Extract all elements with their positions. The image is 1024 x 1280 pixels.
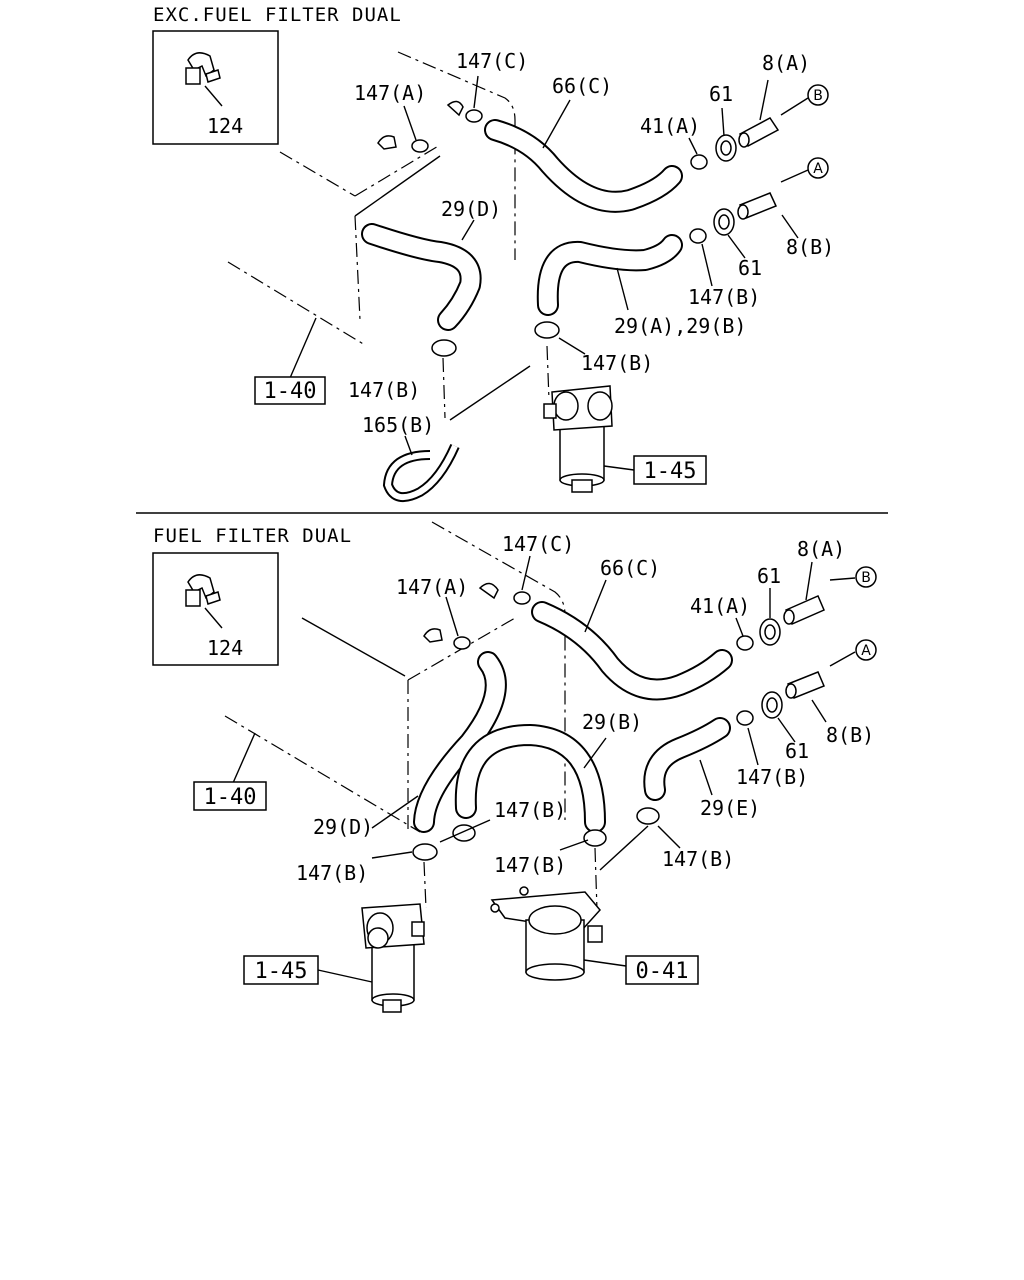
callout-165B-top: 165(B)	[362, 413, 434, 437]
callout-29D-top: 29(D)	[441, 197, 501, 221]
svg-text:0-41: 0-41	[636, 959, 689, 984]
fuel-filter-1-45-bottom	[361, 903, 425, 1013]
callout-61-top-b: 61	[738, 256, 762, 280]
tank-outline-top	[227, 51, 516, 346]
svg-text:A: A	[861, 643, 871, 659]
inset-label-bottom: 124	[207, 636, 243, 660]
callout-147B-bottom-b: 147(B)	[494, 798, 566, 822]
callout-147B-top-a: 147(B)	[688, 285, 760, 309]
hose-66C-bottom	[531, 601, 733, 701]
clamp-147B-top-c	[431, 339, 457, 357]
svg-text:1-40: 1-40	[264, 379, 317, 404]
hose-29B-bottom	[454, 724, 606, 833]
clamp-147A-bottom	[423, 628, 471, 650]
clamp-147A-top	[377, 135, 429, 153]
section-title-top: EXC.FUEL FILTER DUAL	[153, 4, 402, 26]
svg-text:A: A	[813, 161, 823, 177]
ref-box-0-41-bottom	[625, 955, 699, 985]
section-title-bottom: FUEL FILTER DUAL	[153, 525, 352, 547]
callout-8B-top: 8(B)	[786, 235, 834, 259]
callout-41A-bottom: 41(A)	[690, 594, 750, 618]
callout-29B-bottom: 29(B)	[582, 710, 642, 734]
clamp-41A-top	[690, 154, 708, 170]
clamp-41A-bottom	[736, 635, 754, 651]
callout-66C-top: 66(C)	[552, 74, 612, 98]
callout-147A-bottom: 147(A)	[396, 575, 468, 599]
circle-A-bottom	[855, 639, 877, 661]
callout-147A-top: 147(A)	[354, 81, 426, 105]
inset-label-top: 124	[207, 114, 243, 138]
clip-61-bottom-a	[759, 618, 781, 646]
circle-B-bottom	[855, 566, 877, 588]
ref-box-1-40-top	[254, 376, 326, 405]
clamp-147B-bottom-a	[736, 710, 754, 726]
callout-8A-bottom: 8(A)	[797, 537, 845, 561]
hose-29AB-top	[536, 234, 683, 316]
svg-text:B: B	[861, 570, 871, 586]
clip-124-icon	[185, 574, 223, 629]
callout-29E-bottom: 29(E)	[700, 796, 760, 820]
callout-29AB-top: 29(A),29(B)	[614, 314, 746, 338]
section-top: EXC.FUEL FILTER DUAL 124	[152, 4, 834, 503]
svg-text:1-40: 1-40	[204, 785, 257, 810]
hose-8B-bottom	[785, 671, 825, 699]
band-165B-top	[382, 443, 460, 503]
svg-text:1-45: 1-45	[255, 959, 308, 984]
callout-8A-top: 8(A)	[762, 51, 810, 75]
hose-8A-bottom	[783, 595, 825, 625]
ref-box-1-45-bottom	[243, 955, 319, 985]
callout-61-bottom-a: 61	[757, 564, 781, 588]
fuel-filter-1-45-top	[543, 385, 613, 493]
clip-124-icon	[185, 52, 223, 107]
callout-147C-top: 147(C)	[456, 49, 528, 73]
clamp-147C-bottom	[478, 582, 531, 605]
clamp-147B-top-a	[689, 228, 707, 244]
callout-147B-bottom-a: 147(B)	[736, 765, 808, 789]
clip-61-top-b	[713, 208, 735, 236]
clamp-147B-top-b	[534, 321, 560, 339]
clamp-147B-bottom-e	[636, 807, 660, 825]
ref-box-1-45-top	[633, 455, 707, 485]
inset-box-bottom	[152, 552, 279, 666]
clip-61-top-a	[715, 134, 737, 162]
callout-41A-top: 41(A)	[640, 114, 700, 138]
callout-61-bottom-b: 61	[785, 739, 809, 763]
clamp-147B-bottom-c	[412, 843, 438, 861]
callout-61-top-a: 61	[709, 82, 733, 106]
fuel-filter-0-41	[490, 886, 603, 981]
callout-147B-bottom-c: 147(B)	[296, 861, 368, 885]
section-bottom: FUEL FILTER DUAL 124	[152, 521, 877, 1013]
callout-147B-top-c: 147(B)	[348, 378, 420, 402]
hose-29E-bottom	[643, 717, 731, 801]
callout-147B-bottom-e: 147(B)	[662, 847, 734, 871]
hose-29D-bottom	[413, 651, 507, 833]
svg-text:1-45: 1-45	[644, 459, 697, 484]
callout-147B-top-b: 147(B)	[581, 351, 653, 375]
hose-29D-top	[361, 223, 482, 331]
clamp-147B-bottom-d	[583, 829, 607, 847]
circle-A-top	[807, 157, 829, 179]
hose-66C-top	[484, 119, 683, 213]
circle-B-top	[807, 84, 829, 106]
ref-box-1-40-bottom	[193, 781, 267, 811]
clip-61-bottom-b	[761, 691, 783, 719]
inset-box-top	[152, 30, 279, 145]
hose-8A-top	[738, 117, 780, 148]
callout-147B-bottom-d: 147(B)	[494, 853, 566, 877]
hose-8B-top	[737, 192, 778, 220]
svg-text:B: B	[813, 88, 823, 104]
callout-147C-bottom: 147(C)	[502, 532, 574, 556]
callout-29D-bottom: 29(D)	[313, 815, 373, 839]
callout-66C-bottom: 66(C)	[600, 556, 660, 580]
callout-8B-bottom: 8(B)	[826, 723, 874, 747]
clamp-147C-top	[446, 100, 483, 123]
